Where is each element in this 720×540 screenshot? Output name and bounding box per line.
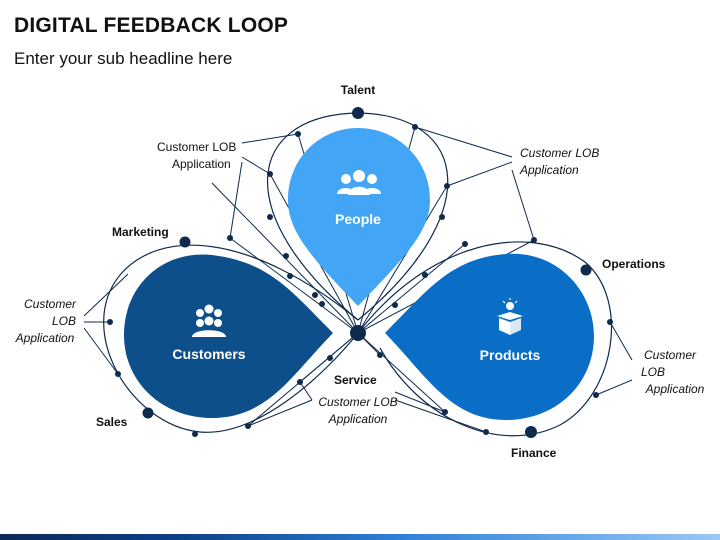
callout-bottom-line2: Application xyxy=(328,412,388,426)
callout-top-left-line2: Application xyxy=(172,157,231,171)
finance-label: Finance xyxy=(511,446,557,460)
people-group-icon xyxy=(337,170,381,195)
callout-top-left-line1: Customer LOB xyxy=(157,140,236,154)
marketing-label: Marketing xyxy=(112,225,169,239)
callout-top-right-line2: Application xyxy=(519,163,579,177)
operations-label: Operations xyxy=(602,257,666,271)
ring-right xyxy=(357,241,613,437)
callout-left-line3: Application xyxy=(15,331,75,345)
page-subtitle: Enter your sub headline here xyxy=(14,49,233,68)
callout-left-line1: Customer xyxy=(24,297,77,311)
connector-dots xyxy=(107,124,613,437)
sales-label: Sales xyxy=(96,415,128,429)
callout-right-line3: Application xyxy=(645,382,705,396)
callout-right-line2: LOB xyxy=(641,365,665,379)
products-box-icon xyxy=(497,298,523,335)
callout-top-right-line1: Customer LOB xyxy=(520,146,599,160)
footer-accent-bar xyxy=(0,534,720,540)
people-petal xyxy=(288,128,430,306)
people-label: People xyxy=(335,211,381,227)
customers-petal xyxy=(124,254,333,418)
customers-group-icon xyxy=(192,304,226,337)
callout-left-line2: LOB xyxy=(52,314,76,328)
stage-nodes xyxy=(142,107,592,438)
products-petal xyxy=(385,253,594,420)
page-title: DIGITAL FEEDBACK LOOP xyxy=(14,14,289,37)
customers-label: Customers xyxy=(172,346,245,362)
ring-left xyxy=(103,244,359,433)
service-label: Service xyxy=(334,373,377,387)
callout-right-line1: Customer xyxy=(644,348,697,362)
talent-label: Talent xyxy=(341,83,375,97)
callout-bottom-line1: Customer LOB xyxy=(318,395,397,409)
products-label: Products xyxy=(480,347,541,363)
